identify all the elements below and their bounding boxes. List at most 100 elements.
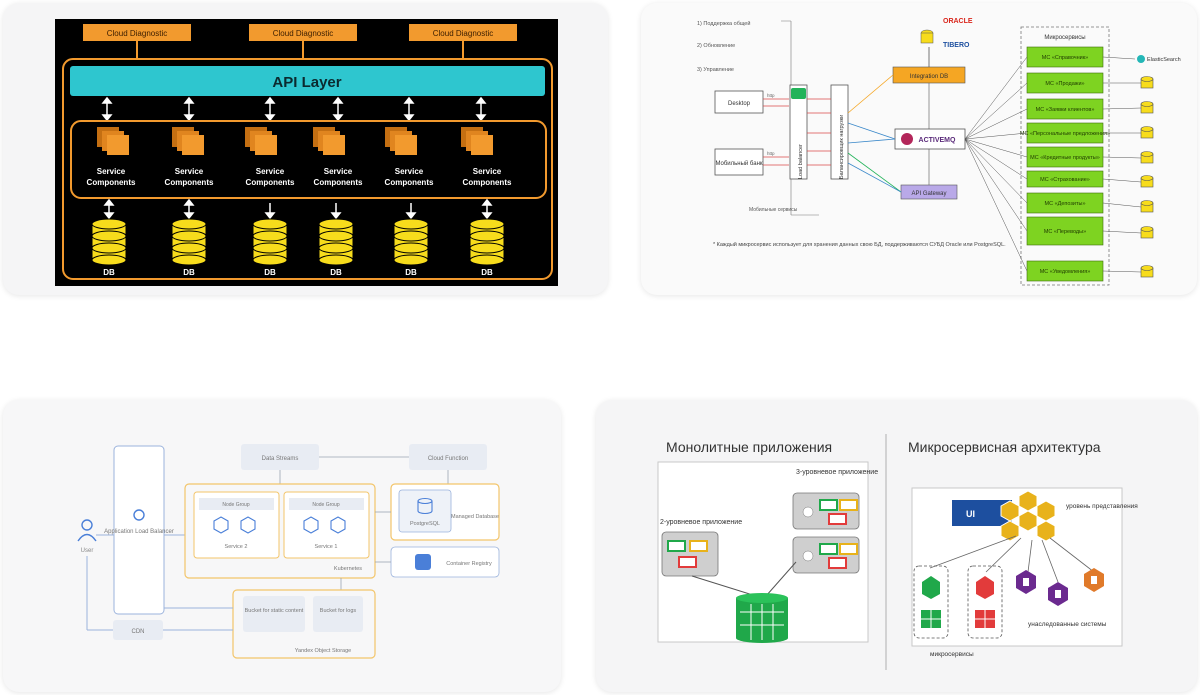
cloud-function-box: Cloud Function	[409, 444, 487, 470]
svg-text:Components: Components	[87, 178, 136, 187]
db-label-4: DB	[330, 268, 342, 277]
ms-db-1	[1140, 76, 1154, 89]
kubernetes-frame	[184, 483, 376, 579]
footnote: * Каждый микросервис использует для хран…	[713, 241, 1006, 248]
middle-links	[807, 98, 831, 166]
service-component-3: Service Components	[245, 127, 295, 187]
svg-text:Components: Components	[165, 178, 214, 187]
svg-text:Service: Service	[256, 167, 285, 176]
load-balancer-column: Load balancer	[789, 84, 808, 180]
activemq-to-ms-links	[964, 56, 1028, 272]
svg-text:Cloud Diagnostic: Cloud Diagnostic	[273, 29, 333, 38]
bank-microservices-diagram: 1) Поддержка общей 2) Обновление 3) Упра…	[697, 18, 1181, 286]
api-layer-title: API Layer	[272, 74, 341, 91]
legacy-label: унаследованные системы	[1028, 621, 1107, 628]
microservices-title: Микросервисная архитектура	[908, 439, 1101, 455]
tier3-box-bottom	[792, 536, 860, 574]
bottom-note: Мобильные сервисы	[749, 179, 819, 216]
svg-text:Мобильный банк: Мобильный банк	[715, 160, 762, 167]
object-storage-frame	[232, 589, 376, 659]
svg-text:Components: Components	[463, 178, 512, 187]
svg-text:МС «Кредитные продукты»: МС «Кредитные продукты»	[1030, 155, 1100, 161]
svg-text:2) Обновление: 2) Обновление	[697, 43, 735, 49]
svg-text:Bucket for logs: Bucket for logs	[320, 608, 357, 614]
ms-db-5	[1140, 175, 1154, 188]
svg-text:ACTIVEMQ: ACTIVEMQ	[919, 137, 957, 144]
svg-text:МС «Справочник»: МС «Справочник»	[1042, 55, 1088, 61]
services-frame	[70, 120, 547, 199]
panel-api-layer: Cloud Diagnostic Cloud Diagnostic Cloud …	[3, 3, 608, 295]
monolith-title: Монолитные приложения	[666, 439, 832, 455]
node-group-1: Node Group Service 2	[193, 491, 280, 559]
svg-text:Cloud Diagnostic: Cloud Diagnostic	[433, 29, 493, 38]
svg-text:Application Load Balancer: Application Load Balancer	[104, 529, 174, 535]
cloud-box-1: Cloud Diagnostic	[83, 24, 191, 41]
svg-text:Bucket for static content: Bucket for static content	[245, 608, 304, 614]
activemq-box: ACTIVEMQ	[894, 128, 966, 150]
ms-to-db-links	[1102, 56, 1142, 273]
api-layer-bar	[70, 66, 545, 96]
db-cylinder-4	[318, 218, 354, 266]
svg-text:Node Group: Node Group	[312, 502, 339, 508]
service-component-5: Service Components	[385, 127, 434, 187]
desktop-box: Desktop	[714, 90, 764, 114]
tier2-label: 2-уровневое приложение	[660, 519, 742, 526]
http-labels-left: http http	[767, 93, 775, 156]
svg-text:Cloud Diagnostic: Cloud Diagnostic	[107, 29, 167, 38]
ms-box-5: МС «Кредитные продукты»	[1026, 146, 1104, 168]
ms-db-4	[1140, 151, 1154, 164]
bucket-static: Bucket for static content	[243, 596, 305, 632]
db-cylinder-3	[252, 218, 288, 266]
data-streams-box: Data Streams	[241, 444, 319, 470]
svg-text:Service: Service	[175, 167, 204, 176]
db-label-6: DB	[481, 268, 493, 277]
api-gateway-box: API Gateway	[900, 184, 958, 200]
db-label-5: DB	[405, 268, 417, 277]
ms-db-6	[1140, 200, 1154, 213]
svg-text:Container Registry: Container Registry	[446, 561, 492, 567]
ms-box-7: МС «Депозиты»	[1026, 192, 1104, 214]
integration-db-box: Integration DB	[892, 66, 966, 84]
svg-text:CDN: CDN	[132, 629, 145, 635]
svg-text:http: http	[767, 93, 775, 98]
microservices-label: микросервисы	[930, 651, 974, 658]
svg-text:Service 1: Service 1	[315, 544, 338, 550]
svg-text:API Gateway: API Gateway	[911, 191, 946, 197]
panel-bank-microservices: 1) Поддержка общей 2) Обновление 3) Упра…	[641, 3, 1197, 295]
svg-text:ElasticSearch: ElasticSearch	[1147, 57, 1181, 63]
db-cylinder-1	[91, 218, 127, 266]
container-registry-box: Container Registry	[390, 546, 500, 578]
cloud-box-2: Cloud Diagnostic	[249, 24, 357, 41]
monolith-db-links	[691, 561, 797, 597]
micro-service-green	[913, 565, 949, 639]
db-label-1: DB	[103, 268, 115, 277]
svg-text:Мобильные сервисы: Мобильные сервисы	[749, 207, 798, 213]
svg-text:МС «Страхование»: МС «Страхование»	[1040, 177, 1090, 183]
service-component-4: Service Components	[313, 127, 363, 187]
svg-text:Балансировщик нагрузки: Балансировщик нагрузки	[839, 115, 845, 179]
managed-database-box: PostgreSQL Managed Database	[390, 483, 500, 541]
cluster-to-services-links	[929, 535, 1095, 583]
svg-text:3) Управление: 3) Управление	[697, 67, 734, 73]
ms-box-2: МС «Продажи»	[1026, 72, 1104, 94]
svg-text:Service: Service	[473, 167, 502, 176]
presentation-hex-cluster	[1000, 490, 1056, 542]
monolith-db	[736, 593, 788, 643]
svg-text:1) Поддержка общей: 1) Поддержка общей	[697, 20, 750, 27]
db-cylinder-5	[393, 218, 429, 266]
ms-box-4: МС «Персональные предложения»	[1020, 122, 1110, 144]
svg-text:Components: Components	[314, 178, 363, 187]
service-component-2: Service Components	[165, 127, 214, 187]
user-icon: User	[77, 519, 97, 554]
elasticsearch-label: ElasticSearch	[1137, 55, 1181, 63]
svg-text:МС «Продажи»: МС «Продажи»	[1045, 81, 1084, 87]
svg-text:Data Streams: Data Streams	[262, 456, 299, 462]
monolith-vs-microservices-diagram: Монолитные приложения Микросервисная арх…	[657, 434, 1138, 670]
tier3-box-top	[792, 492, 860, 530]
svg-text:МС «Персональные предложения»: МС «Персональные предложения»	[1020, 131, 1110, 137]
db-label-2: DB	[183, 268, 195, 277]
svg-text:МС «Уведомления»: МС «Уведомления»	[1040, 269, 1091, 275]
panel-cloud-architecture: User Application Load Balancer Data Stre…	[3, 400, 561, 692]
presentation-label: уровень представления	[1066, 503, 1138, 510]
top-notes: 1) Поддержка общей 2) Обновление 3) Упра…	[697, 20, 750, 73]
